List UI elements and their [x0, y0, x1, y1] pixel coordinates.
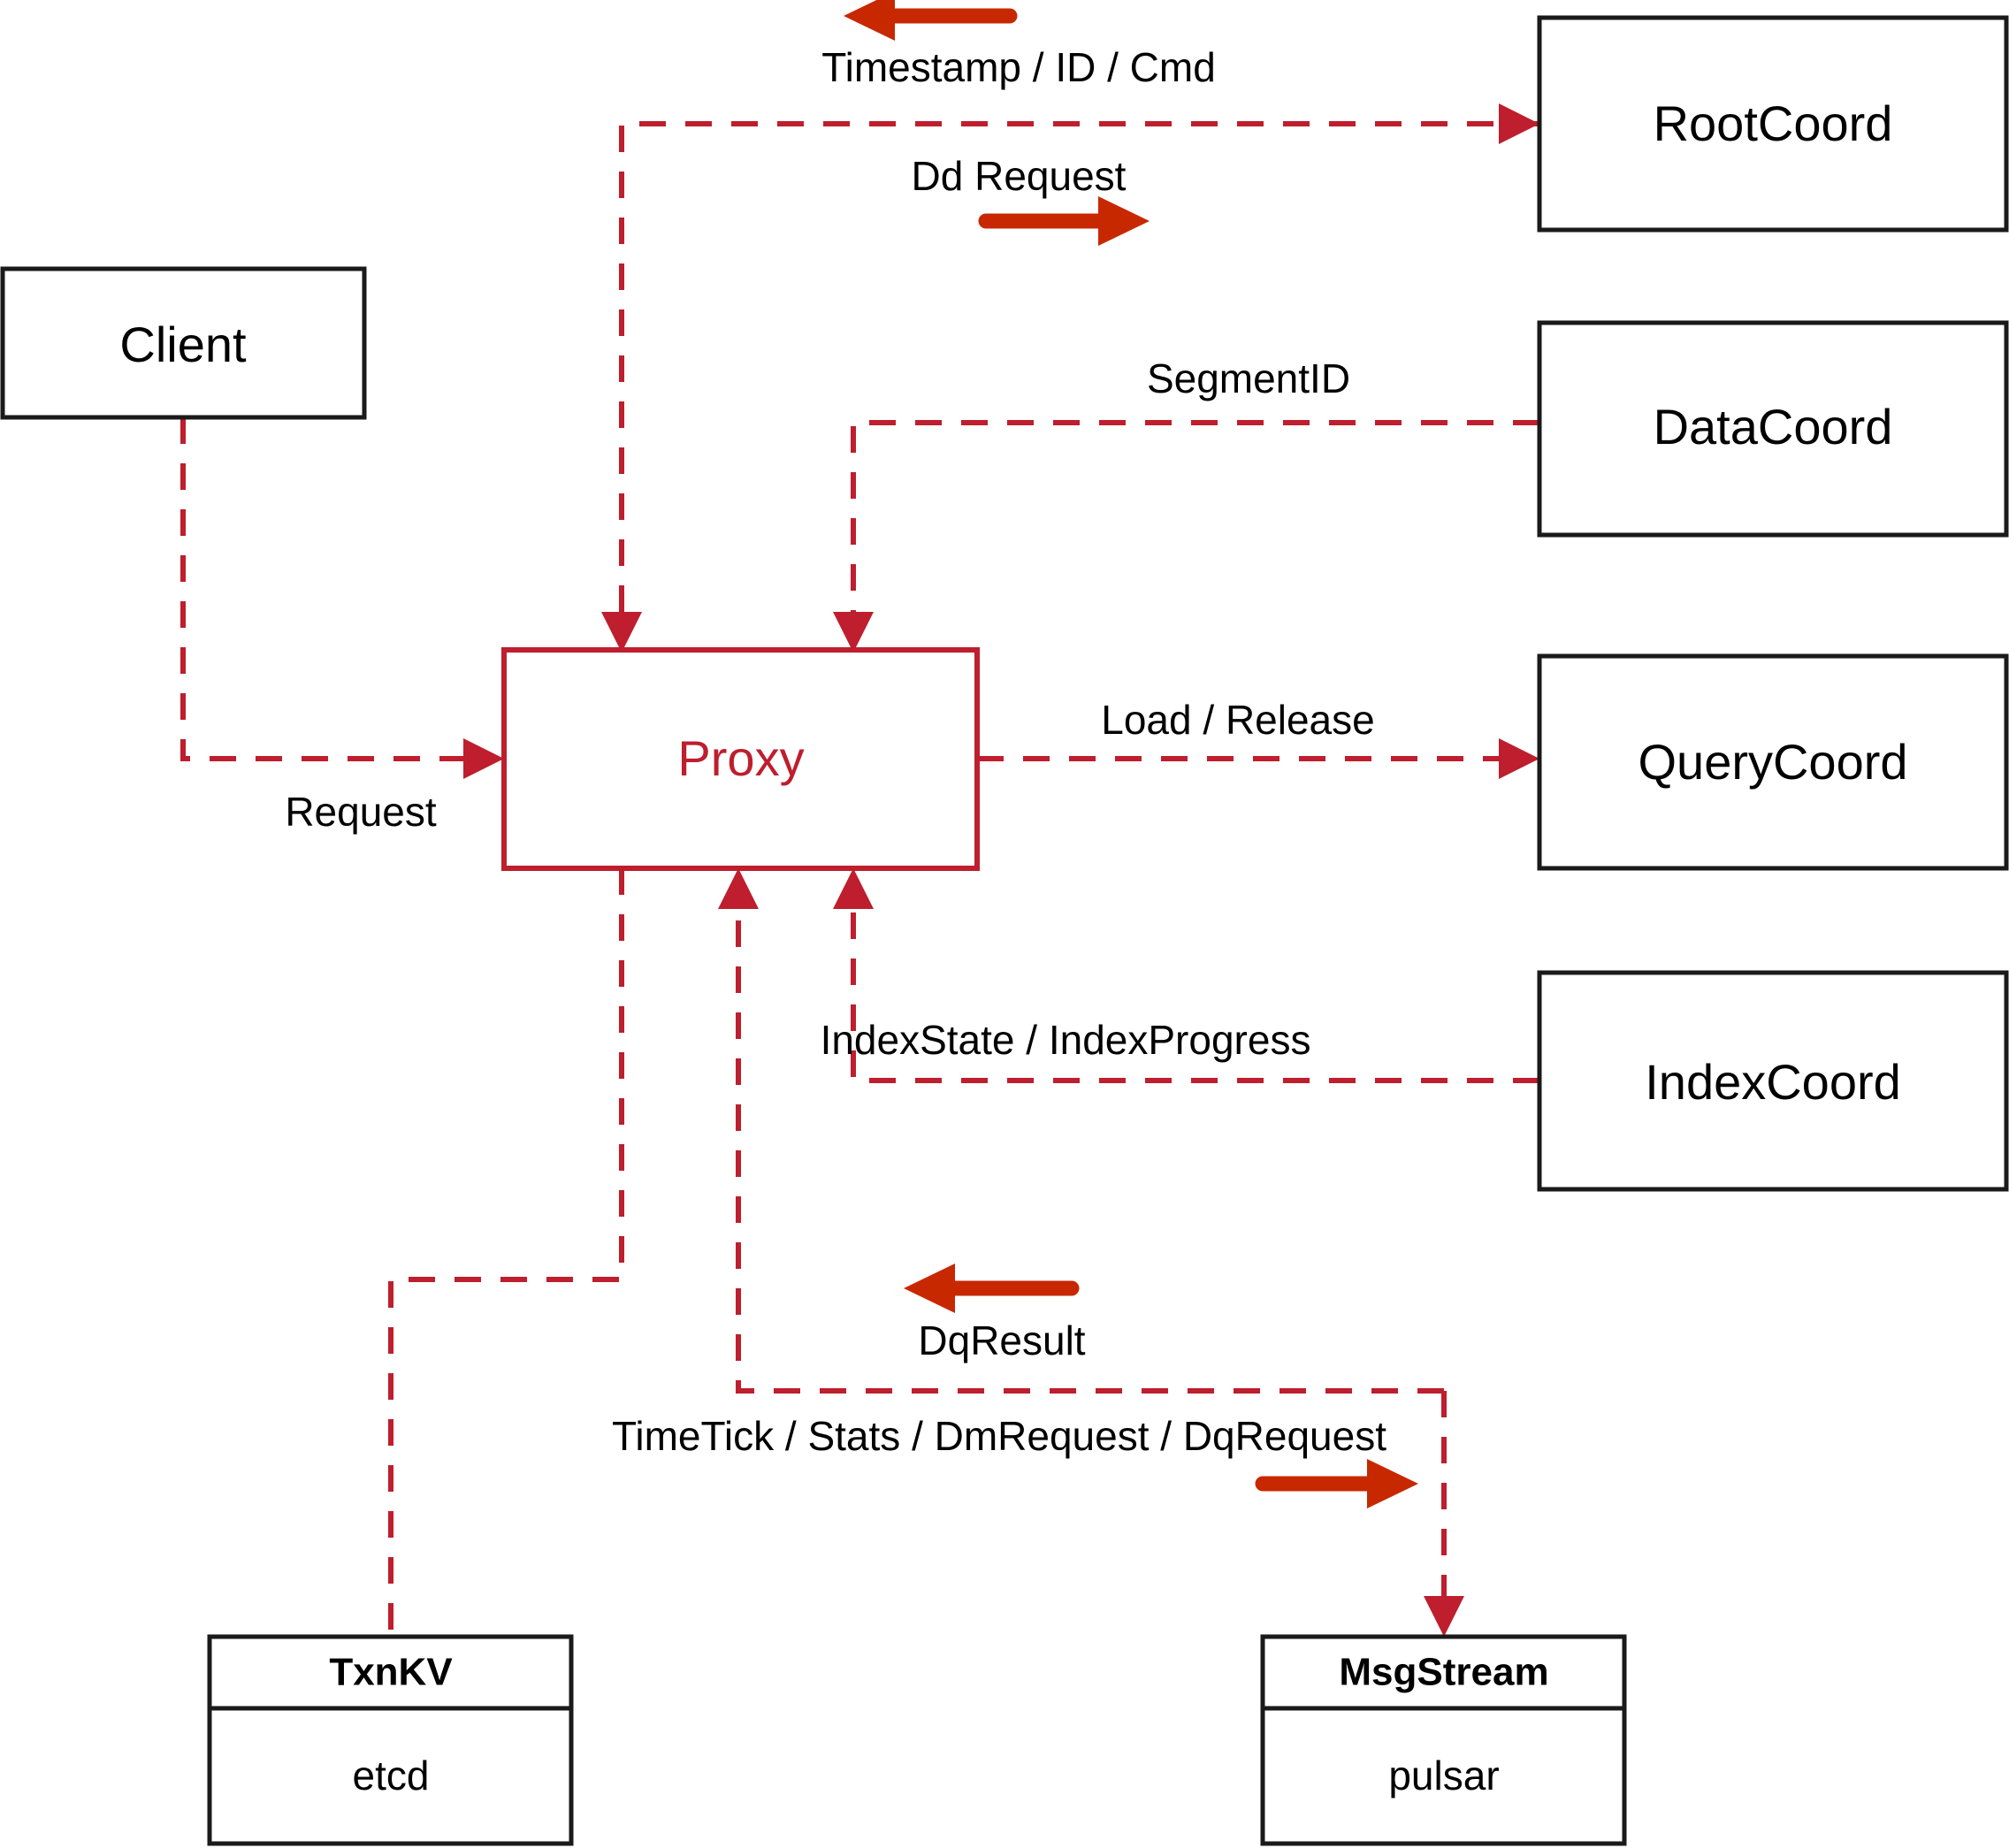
arrowhead-dd-request-into-rootcoord [1499, 103, 1539, 144]
arrowhead-timetick-stats-dm-dq [1424, 1596, 1464, 1637]
node-client-label: Client [119, 317, 247, 372]
arrowhead-index-state-progress [833, 868, 874, 909]
arrowhead-timestamp-id-cmd [601, 612, 642, 653]
edge-label-timestamp-id-cmd: Timestamp / ID / Cmd [821, 44, 1216, 90]
node-data-coord[interactable]: DataCoord [1537, 320, 2009, 538]
solid-arrow-timestamp-left [844, 0, 1018, 41]
node-txnkv-body: etcd [353, 1753, 430, 1798]
node-txnkv-header: TxnKV [329, 1651, 453, 1694]
node-proxy[interactable]: Proxy [501, 647, 980, 871]
node-root-coord-label: RootCoord [1654, 95, 1893, 151]
node-query-coord[interactable]: QueryCoord [1537, 653, 2009, 871]
node-index-coord-label: IndexCoord [1645, 1054, 1901, 1110]
arrowhead-request [463, 738, 504, 779]
edge-label-dq-result: DqResult [918, 1317, 1085, 1363]
edge-label-dd-request: Dd Request [912, 153, 1127, 199]
node-root-coord[interactable]: RootCoord [1537, 15, 2009, 233]
edge-label-segment-id: SegmentID [1147, 355, 1350, 401]
edge-label-index-state-progress: IndexState / IndexProgress [821, 1017, 1311, 1063]
node-msgstream-body: pulsar [1388, 1753, 1499, 1798]
edge-label-timetick-stats-dm-dq: TimeTick / Stats / DmRequest / DqRequest [612, 1413, 1386, 1459]
edge-timestamp-id-cmd [619, 121, 1539, 638]
node-msgstream[interactable]: MsgStream pulsar [1260, 1634, 1627, 1846]
node-proxy-label: Proxy [677, 730, 804, 786]
node-index-coord[interactable]: IndexCoord [1537, 970, 2009, 1192]
edge-label-load-release: Load / Release [1101, 697, 1374, 743]
solid-arrow-timetick-right [1255, 1459, 1418, 1508]
node-msgstream-header: MsgStream [1339, 1651, 1548, 1694]
arrowhead-segment-id [833, 612, 874, 653]
edge-segment-id [851, 420, 1539, 638]
node-txnkv[interactable]: TxnKV etcd [207, 1634, 574, 1846]
solid-arrow-dqresult-left [904, 1264, 1080, 1313]
solid-arrow-dd-request-right [978, 196, 1150, 246]
node-data-coord-label: DataCoord [1654, 399, 1893, 454]
edge-request [180, 417, 490, 761]
edge-proxy-txnkv [388, 868, 624, 1637]
edge-dq-result [736, 882, 1444, 1394]
node-client[interactable]: Client [0, 266, 367, 420]
node-query-coord-label: QueryCoord [1638, 734, 1907, 790]
edge-label-request: Request [285, 789, 437, 835]
arrowhead-dq-result [718, 868, 759, 909]
arrowhead-load-release [1499, 738, 1539, 779]
